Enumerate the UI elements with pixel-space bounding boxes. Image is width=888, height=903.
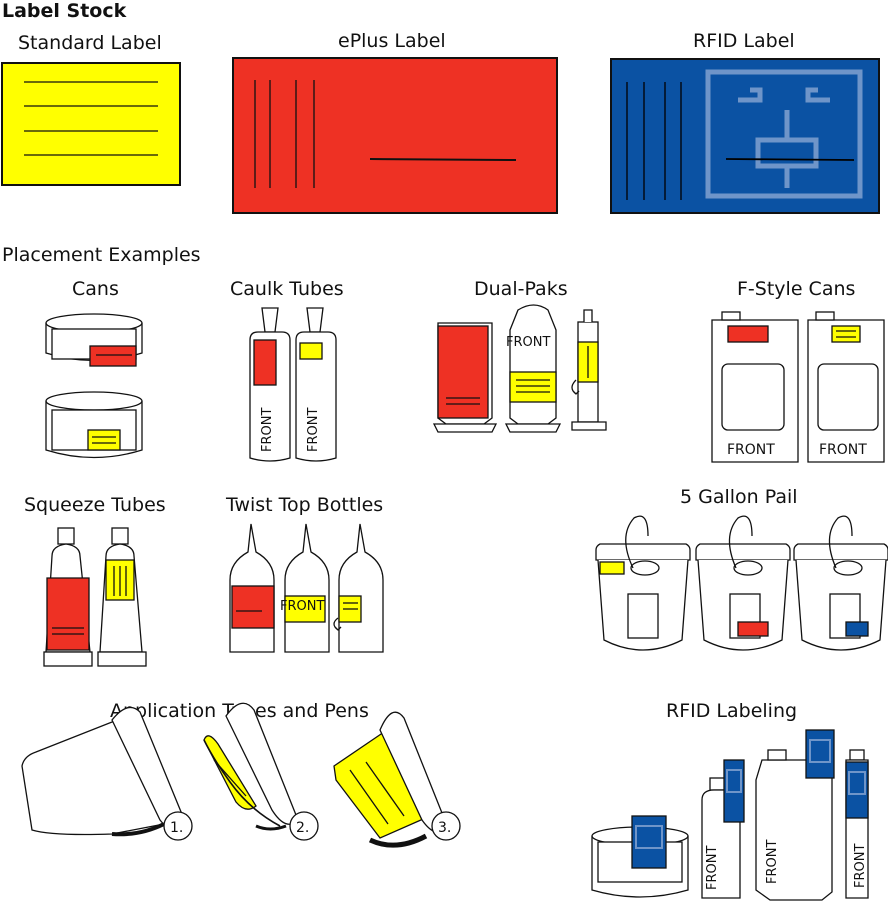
caulk-tube-yellow: FRONT [295,307,337,462]
step-number: 3. [438,820,451,836]
twist-top-bottle-side [333,523,384,653]
twist-top-bottle-red [229,523,275,653]
cans-title: Cans [72,278,119,300]
front-marking: FRONT [260,408,275,452]
standard-label-title: Standard Label [18,32,162,54]
label-stock-heading: Label Stock [2,0,127,22]
pail-yellow [595,515,691,651]
front-marking: FRONT [705,846,720,890]
f-style-cans-title: F-Style Cans [737,278,856,300]
f-style-can-yellow: FRONT [807,311,885,463]
front-marking: FRONT [506,335,550,350]
rfid-label-title: RFID Label [693,30,795,52]
rfid-can [591,815,689,898]
five-gallon-pail-title: 5 Gallon Pail [680,486,798,508]
rfid-labeling-title: RFID Labeling [666,700,798,722]
dual-pak-yellow: FRONT [504,304,562,433]
twist-top-bottles-title: Twist Top Bottles [226,494,384,516]
eplus-label-swatch [232,57,558,214]
rfid-jug: FRONT [755,729,835,901]
twist-top-bottle-yellow: FRONT [280,523,330,653]
front-marking: FRONT [819,442,867,458]
squeeze-tube-red [43,527,93,667]
rfid-bottle: FRONT [701,759,745,899]
caulk-tube-red: FRONT [249,307,291,462]
application-step-2: 2. [203,702,319,841]
pail-blue [793,515,888,651]
front-marking: FRONT [765,840,780,884]
squeeze-tubes-title: Squeeze Tubes [24,494,166,516]
application-step-1: 1. [21,706,193,841]
front-marking: FRONT [853,844,868,888]
standard-label-swatch [1,62,181,186]
f-style-can-red: FRONT [711,311,799,463]
rfid-label-swatch [610,58,880,214]
dual-pak-syringe [571,309,607,431]
step-number: 2. [296,820,309,836]
caulk-tubes-title: Caulk Tubes [230,278,344,300]
front-marking: FRONT [280,599,324,614]
front-marking: FRONT [306,408,321,452]
squeeze-tube-yellow [97,527,147,667]
can-with-red-label [45,313,143,367]
dual-paks-title: Dual-Paks [474,278,568,300]
step-number: 1. [170,820,183,836]
pail-red [695,515,791,651]
rfid-tube: FRONT [845,749,869,899]
application-step-3: 3. [333,711,461,848]
dual-pak-red [432,322,498,433]
can-with-yellow-label [45,391,143,459]
placement-examples-heading: Placement Examples [2,244,201,266]
front-marking: FRONT [727,442,775,458]
eplus-label-title: ePlus Label [338,30,446,52]
rfid-antenna-icon [705,69,863,199]
